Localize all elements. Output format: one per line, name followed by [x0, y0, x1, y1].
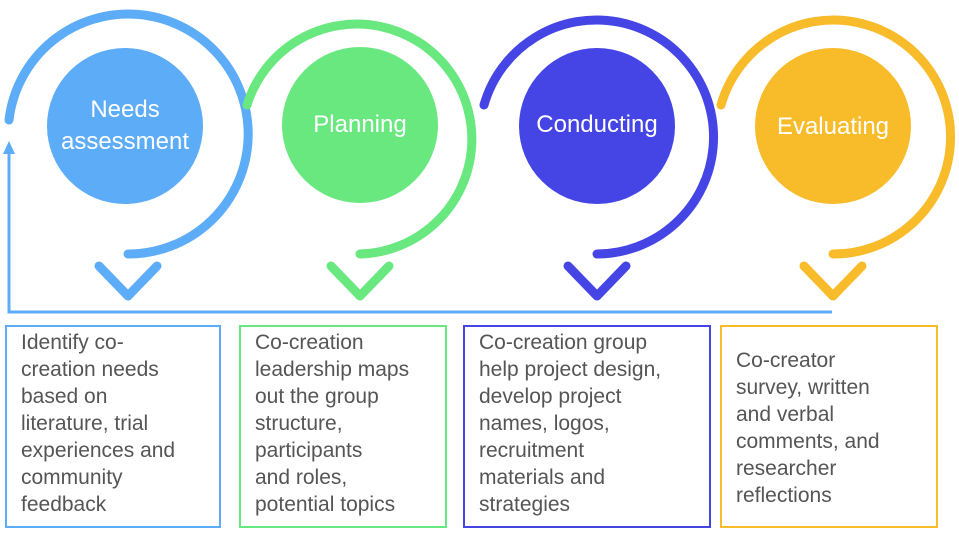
description-line: participants	[255, 439, 363, 462]
description-line: comments, and	[736, 430, 880, 453]
stage-label-2: Planning	[282, 108, 438, 142]
description-line: leadership maps	[255, 358, 410, 381]
stage-circle-1	[47, 48, 203, 204]
stage-description-box-3: Co-creation group help project design, d…	[463, 325, 711, 528]
description-line: and roles,	[255, 466, 348, 489]
description-line: names, logos,	[479, 412, 610, 435]
stage-label-1-line-1: Needs	[90, 96, 160, 123]
up-arrow-icon	[3, 141, 15, 154]
stage-label-1-line-2: assessment	[60, 128, 190, 155]
stage-label-2-text: Planning	[313, 111, 407, 138]
stage-label-4: Evaluating	[755, 110, 911, 144]
description-line: community	[21, 466, 123, 489]
stage-description-box-2: Co-creation leadership maps out the grou…	[239, 325, 447, 528]
stage-label-3-text: Conducting	[536, 111, 658, 138]
description-line: help project design,	[479, 358, 662, 381]
stage-ring-4	[716, 15, 955, 259]
description-line: reflections	[736, 484, 832, 507]
description-line: researcher	[736, 457, 837, 480]
down-arrow-icon-1	[94, 261, 162, 301]
description-line: strategies	[479, 493, 571, 516]
description-line: creation needs	[21, 358, 159, 381]
description-line: survey, written	[736, 376, 870, 399]
description-line: literature, trial	[21, 412, 149, 435]
description-line: structure,	[255, 412, 343, 435]
description-line: materials and	[479, 466, 606, 489]
down-arrow-icon-4	[799, 261, 867, 301]
description-line: feedback	[21, 493, 107, 516]
stage-ring-2	[242, 19, 477, 259]
down-arrow-icon-3	[563, 261, 631, 301]
description-line: recruitment	[479, 439, 585, 462]
stage-label-4-text: Evaluating	[776, 113, 890, 140]
down-arrow-icon-2	[326, 261, 394, 301]
stage-circle-2	[282, 47, 438, 203]
stage-label-1: Needs assessment	[47, 86, 203, 166]
description-line: potential topics	[255, 493, 396, 516]
stage-label-3: Conducting	[512, 108, 682, 142]
stage-description-box-4: Co-creator survey, written and verbal co…	[720, 325, 938, 528]
description-line: develop project	[479, 385, 622, 408]
description-line: Co-creator	[736, 349, 836, 372]
stage-circle-4	[755, 48, 911, 204]
stage-circle-3	[519, 48, 675, 204]
description-line: Co-creation group	[479, 331, 648, 354]
description-line: based on	[21, 385, 108, 408]
stage-ring-1	[4, 9, 253, 259]
stage-description-box-1: Identify co- creation needs based on lit…	[5, 325, 221, 528]
description-line: Identify co-	[21, 331, 124, 354]
feedback-loop-line	[7, 152, 832, 314]
description-line: experiences and	[21, 439, 176, 462]
description-line: Co-creation	[255, 331, 364, 354]
description-line: out the group	[255, 385, 379, 408]
stage-ring-3	[479, 15, 718, 259]
description-line: and verbal	[736, 403, 835, 426]
